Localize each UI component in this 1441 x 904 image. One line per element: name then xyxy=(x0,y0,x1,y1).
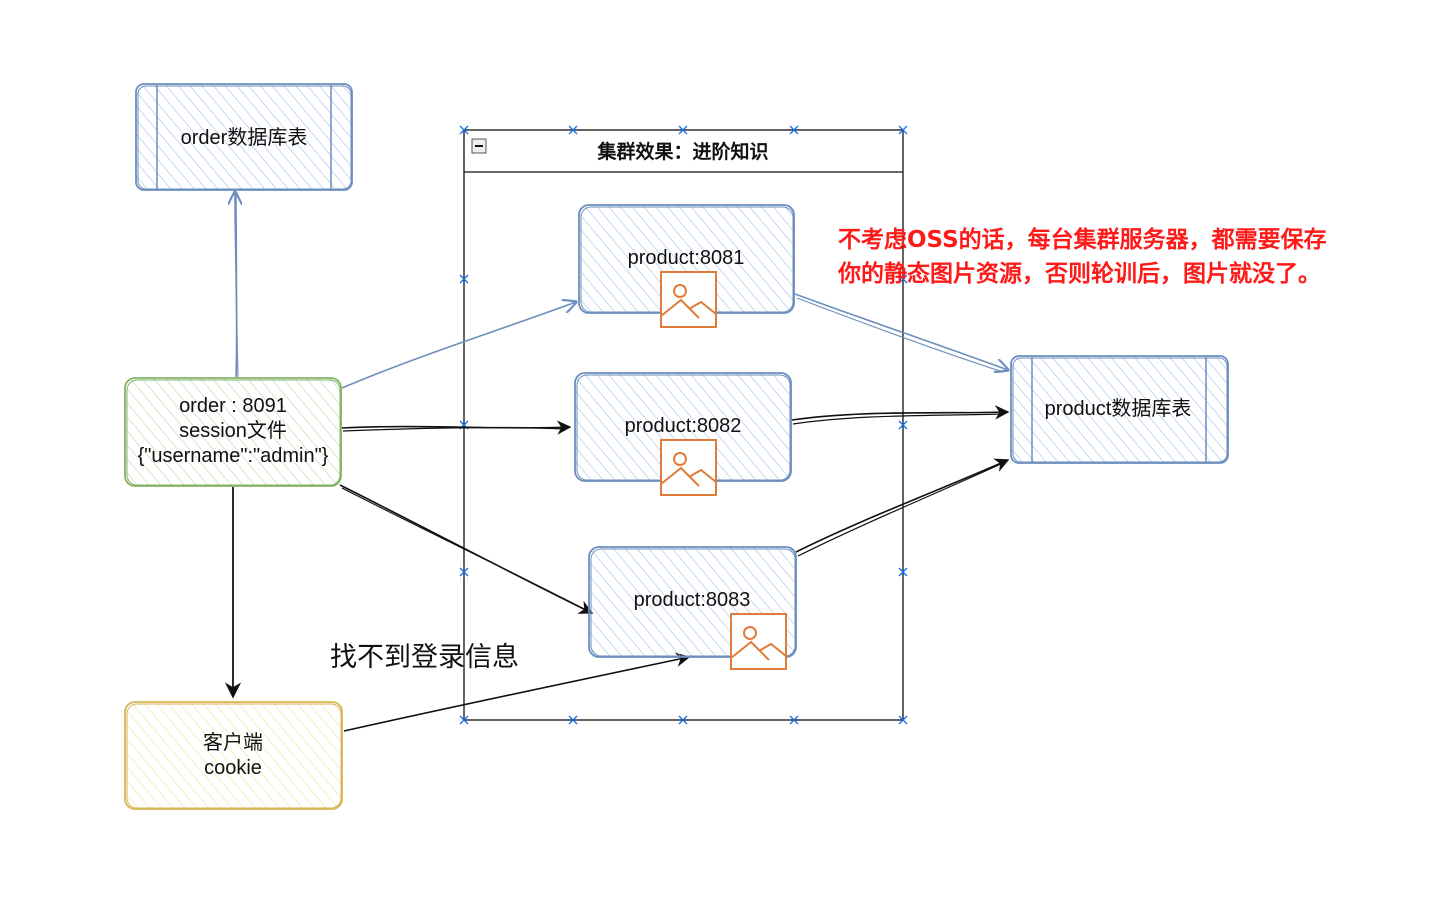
order-table-label: order数据库表 xyxy=(181,126,308,149)
product-8083-label: product:8083 xyxy=(634,589,751,611)
order-service-line-3: {"username":"admin"} xyxy=(138,445,329,467)
note-line-2: 你的静态图片资源，否则轮训后，图片就没了。 xyxy=(837,260,1321,287)
order-service-node[interactable]: order : 8091 session文件 {"username":"admi… xyxy=(124,377,342,487)
client-node[interactable]: 客户端 cookie xyxy=(124,701,343,810)
group-title: 集群效果：进阶知识 xyxy=(596,140,768,163)
edge-8081-to-producttable[interactable] xyxy=(794,293,1008,372)
edge-order-to-8081[interactable] xyxy=(341,302,576,389)
client-line-1: 客户端 xyxy=(203,731,263,754)
edge-8083-to-producttable[interactable] xyxy=(795,458,1010,557)
image-icon xyxy=(660,439,717,496)
edge-order-to-ordertable[interactable] xyxy=(235,192,238,378)
product-table-label: product数据库表 xyxy=(1045,397,1192,420)
client-line-2: cookie xyxy=(204,757,262,779)
edge-client-to-8083[interactable] xyxy=(343,652,691,732)
order-service-line-1: order : 8091 xyxy=(179,395,287,417)
image-icon xyxy=(660,271,717,328)
note-line-1: 不考虑OSS的话，每台集群服务器，都需要保存 xyxy=(838,226,1327,253)
image-icon xyxy=(730,613,787,670)
order-table-node[interactable]: order数据库表 xyxy=(135,83,353,191)
edge-order-to-8082[interactable] xyxy=(341,420,572,435)
product-table-node[interactable]: product数据库表 xyxy=(1010,355,1229,464)
product-8081-label: product:8081 xyxy=(628,247,745,269)
edge-8082-to-producttable[interactable] xyxy=(791,405,1010,425)
product-8082-node[interactable]: product:8082 xyxy=(574,372,792,496)
static-resource-note[interactable]: 不考虑OSS的话，每台集群服务器，都需要保存 你的静态图片资源，否则轮训后，图片… xyxy=(837,226,1327,287)
minus-square-icon[interactable] xyxy=(471,138,487,154)
edge-order-to-8083[interactable] xyxy=(339,484,594,614)
edge-label-login-missing: 找不到登录信息 xyxy=(330,642,519,673)
order-service-line-2: session文件 xyxy=(179,419,287,442)
product-8081-node[interactable]: product:8081 xyxy=(578,204,795,328)
product-8083-node[interactable]: product:8083 xyxy=(588,546,797,670)
product-8082-label: product:8082 xyxy=(625,415,742,437)
